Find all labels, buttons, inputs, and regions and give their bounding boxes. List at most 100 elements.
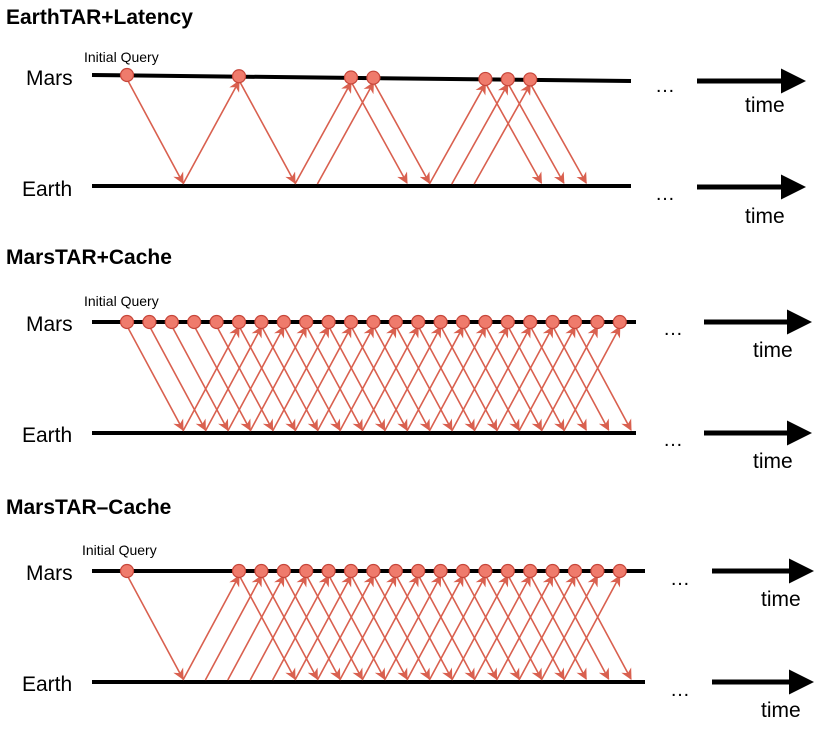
event-dot bbox=[366, 563, 381, 579]
event-dot bbox=[119, 563, 135, 579]
earth-to-mars-arrow bbox=[339, 575, 397, 681]
earth-ellipsis: … bbox=[663, 429, 683, 451]
message-arrows bbox=[126, 574, 632, 681]
event-dot bbox=[209, 314, 224, 330]
event-dot bbox=[545, 314, 560, 330]
mars-to-earth-arrow bbox=[484, 82, 543, 184]
earth-to-mars-arrow bbox=[294, 575, 352, 681]
earth-to-mars-arrow bbox=[316, 81, 375, 185]
mars-to-earth-arrow bbox=[507, 574, 565, 680]
mars-time-label: time bbox=[761, 588, 801, 611]
event-dot bbox=[366, 314, 381, 330]
mars-axis-label: Mars bbox=[26, 313, 73, 336]
panel-title-marstar-nocache: MarsTAR–Cache bbox=[6, 496, 172, 519]
mars-to-earth-arrow bbox=[350, 81, 408, 184]
earth-time-label: time bbox=[761, 699, 801, 722]
earth-ellipsis: … bbox=[670, 679, 690, 701]
event-dot bbox=[119, 314, 135, 330]
initial-query-label: Initial Query bbox=[84, 49, 159, 65]
earth-to-mars-arrow bbox=[383, 326, 442, 432]
mars-to-earth-arrow bbox=[238, 325, 296, 431]
event-dot bbox=[254, 563, 269, 579]
event-dot bbox=[299, 563, 314, 579]
panel-marstar-cache: Initial Query Mars Earth … … time time bbox=[22, 293, 812, 473]
mars-to-earth-arrow bbox=[462, 325, 520, 431]
mars-ellipsis: … bbox=[663, 318, 683, 340]
earth-to-mars-arrow bbox=[383, 575, 442, 681]
earth-to-mars-arrow bbox=[563, 575, 621, 681]
event-dot bbox=[545, 563, 560, 579]
earth-to-mars-arrow bbox=[316, 326, 375, 432]
mars-timeline bbox=[91, 73, 632, 83]
earth-to-mars-arrow bbox=[182, 326, 240, 432]
earth-axis-label: Earth bbox=[22, 424, 72, 447]
event-dots bbox=[119, 67, 538, 87]
event-dot bbox=[343, 70, 359, 85]
earth-to-mars-arrow bbox=[563, 326, 621, 432]
event-dot bbox=[343, 314, 359, 330]
event-dot bbox=[231, 563, 247, 579]
earth-to-mars-arrow bbox=[428, 82, 487, 185]
mars-to-earth-arrow bbox=[574, 325, 632, 431]
earth-to-mars-arrow bbox=[495, 575, 554, 681]
earth-to-mars-arrow bbox=[451, 326, 509, 432]
mars-to-earth-arrow bbox=[439, 325, 498, 431]
mars-to-earth-arrow bbox=[238, 574, 296, 680]
earth-to-mars-arrow bbox=[406, 575, 464, 681]
earth-time-label: time bbox=[745, 205, 785, 228]
earth-to-mars-arrow bbox=[406, 326, 464, 432]
mars-to-earth-arrow bbox=[551, 325, 610, 431]
panel-title-earthtar-latency: EarthTAR+Latency bbox=[6, 6, 193, 29]
earth-to-mars-arrow bbox=[451, 575, 509, 681]
event-dot bbox=[478, 314, 493, 330]
event-dot bbox=[433, 314, 448, 330]
mars-to-earth-arrow bbox=[372, 325, 431, 431]
mars-to-earth-arrow bbox=[417, 325, 475, 431]
earth-to-mars-arrow bbox=[518, 326, 576, 432]
event-dot bbox=[299, 314, 314, 330]
event-dot bbox=[478, 71, 493, 87]
mars-to-earth-arrow bbox=[171, 325, 229, 431]
mars-axis-label: Mars bbox=[26, 562, 73, 585]
initial-query-label: Initial Query bbox=[82, 542, 157, 558]
earth-to-mars-arrow bbox=[294, 81, 352, 185]
earth-to-mars-arrow bbox=[271, 326, 330, 432]
mars-to-earth-arrow bbox=[484, 574, 543, 680]
event-dot bbox=[612, 314, 627, 330]
mars-ellipsis: … bbox=[655, 75, 675, 97]
mars-to-earth-arrow bbox=[395, 325, 453, 431]
event-dots bbox=[119, 314, 627, 330]
event-dot bbox=[523, 72, 538, 87]
event-dot bbox=[523, 314, 538, 330]
earth-to-mars-arrow bbox=[473, 575, 531, 681]
earth-to-mars-arrow bbox=[361, 575, 419, 681]
message-arrows bbox=[126, 78, 587, 185]
mars-axis-label: Mars bbox=[26, 67, 73, 90]
event-dot bbox=[321, 314, 336, 330]
event-dot bbox=[276, 314, 291, 330]
event-dot bbox=[187, 314, 202, 330]
mars-to-earth-arrow bbox=[305, 325, 363, 431]
earth-to-mars-arrow bbox=[428, 326, 487, 432]
mars-to-earth-arrow bbox=[551, 574, 610, 680]
initial-query-label: Initial Query bbox=[84, 293, 159, 309]
mars-to-earth-arrow bbox=[507, 82, 565, 184]
event-dot bbox=[411, 563, 426, 579]
earth-to-mars-arrow bbox=[182, 575, 240, 681]
event-dot bbox=[343, 563, 359, 579]
earth-to-mars-arrow bbox=[227, 575, 285, 681]
mars-to-earth-arrow bbox=[193, 325, 251, 431]
earth-to-mars-arrow bbox=[428, 575, 487, 681]
mars-to-earth-arrow bbox=[372, 574, 431, 680]
panel-earthtar-latency: Initial Query Mars Earth … … time time bbox=[22, 49, 806, 228]
mars-to-earth-arrow bbox=[484, 325, 543, 431]
event-dot bbox=[567, 314, 583, 330]
event-dot bbox=[119, 67, 135, 83]
mars-to-earth-arrow bbox=[283, 325, 341, 431]
earth-to-mars-arrow bbox=[339, 326, 397, 432]
mars-to-earth-arrow bbox=[283, 574, 341, 680]
event-dot bbox=[388, 314, 403, 330]
event-dot bbox=[164, 314, 179, 330]
